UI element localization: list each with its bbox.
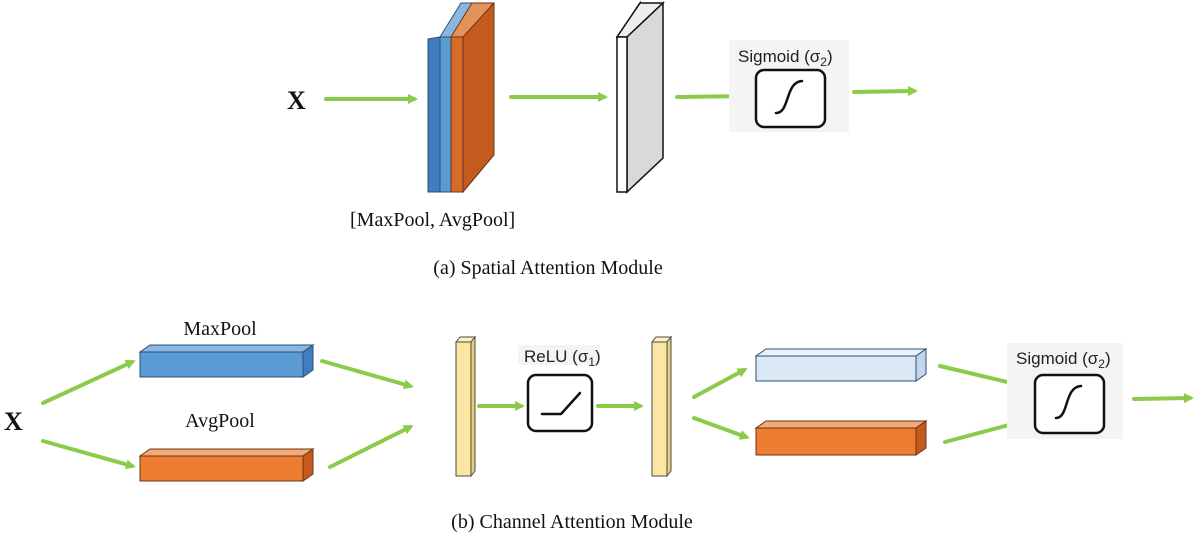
avgpool-to-mlp-arrow [328,425,414,469]
spatial-sigmoid-box [754,68,827,129]
spatial-sigmoid-block: Sigmoid (σ2) [729,40,849,132]
maxpool-label: MaxPool [183,318,257,340]
relu-label: ReLU (σ1) [524,347,601,369]
maxpool-mlp-output-bar [754,348,928,382]
mlp2-to-upper-output-arrow [692,368,748,399]
spatial-attention-module: X [MaxPool, AvgPool] Sigmoid (σ2) [287,0,918,279]
sigmoid-curve-icon [774,79,804,115]
channel-output-arrow [1132,393,1194,404]
mlp-hidden-layer-2 [650,335,673,478]
avgpool-vector-bar [138,448,315,482]
channel-sigmoid-curve-icon [1054,384,1083,420]
pool-concat-label: [MaxPool, AvgPool] [350,209,515,231]
spatial-output-arrow [852,86,918,97]
channel-input-to-maxpool-arrow [41,359,136,405]
conv-output-map [615,0,665,194]
spatial-input-x-label: X [287,86,306,115]
relu-label-background [518,345,600,365]
mlp-hidden-layer-1 [454,335,477,478]
relu-block: ReLU (σ1) [518,345,601,433]
avgpool-feature-map [450,1,495,194]
channel-sigmoid-box [1033,373,1106,435]
spatial-module-caption: (a) Spatial Attention Module [433,257,663,279]
channel-attention-module: X MaxPool AvgPool ReLU (σ1) [4,318,1194,533]
spatial-sigmoid-label: Sigmoid (σ2) [738,47,833,69]
channel-input-to-avgpool-arrow [41,439,136,470]
avgpool-label: AvgPool [185,410,255,432]
mlp2-to-lower-output-arrow [692,416,750,440]
relu-box [526,373,594,433]
channel-module-caption: (b) Channel Attention Module [451,511,693,533]
relu-curve-icon [540,391,582,416]
channel-sigmoid-label: Sigmoid (σ2) [1016,349,1111,371]
maxpool-to-mlp-arrow [320,359,414,390]
channel-sigmoid-block: Sigmoid (σ2) [1007,343,1123,439]
maxpool-vector-bar [138,344,315,378]
avgpool-mlp-output-bar [754,420,928,456]
channel-input-x-label: X [4,407,23,436]
